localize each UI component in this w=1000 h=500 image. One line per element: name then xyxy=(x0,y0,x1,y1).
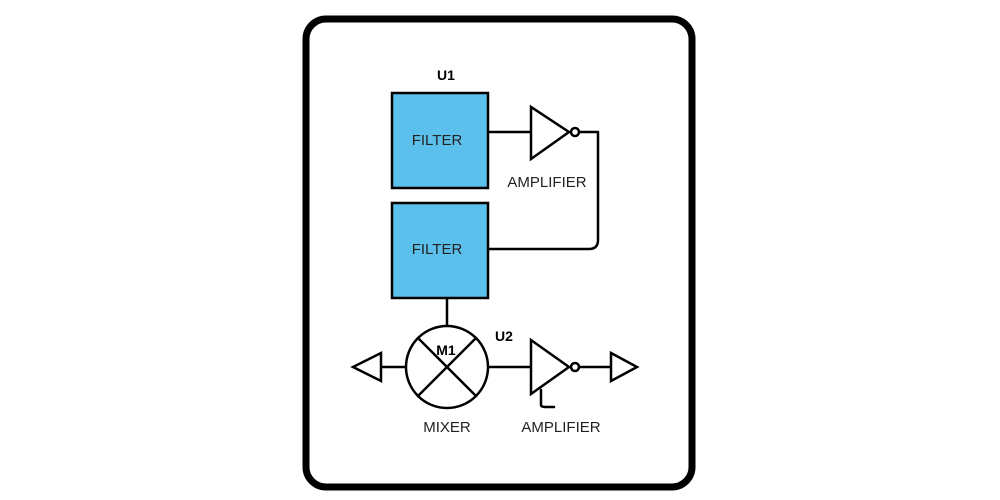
filter-block-1: FILTER xyxy=(390,91,490,190)
diagram-frame xyxy=(302,15,696,491)
amp2-label: AMPLIFIER xyxy=(521,419,600,436)
amplifier-2-triangle xyxy=(529,337,572,397)
output-terminal-left xyxy=(350,350,383,384)
input-terminal-right xyxy=(609,350,640,384)
amplifier-1 xyxy=(529,104,581,162)
mixer-m1 xyxy=(404,324,490,410)
amp1-label: AMPLIFIER xyxy=(507,174,586,191)
amplifier-2 xyxy=(529,337,581,397)
mixer-cross-b xyxy=(416,336,478,398)
u1-ref-label: U1 xyxy=(437,67,455,83)
amplifier-1-triangle xyxy=(529,104,572,162)
filter2-label: FILTER xyxy=(412,241,463,258)
filter1-label: FILTER xyxy=(412,132,463,149)
filter-block-2: FILTER xyxy=(390,201,490,300)
amplifier-2-inverter-bubble xyxy=(569,361,581,373)
wire-amp2-supply xyxy=(539,388,556,409)
u2-ref-label: U2 xyxy=(495,328,513,344)
amplifier-1-inverter-bubble xyxy=(569,126,581,138)
m1-ref-label: M1 xyxy=(436,342,456,358)
mixer-label: MIXER xyxy=(423,419,471,436)
wire-amp1-to-filter2 xyxy=(486,130,600,251)
